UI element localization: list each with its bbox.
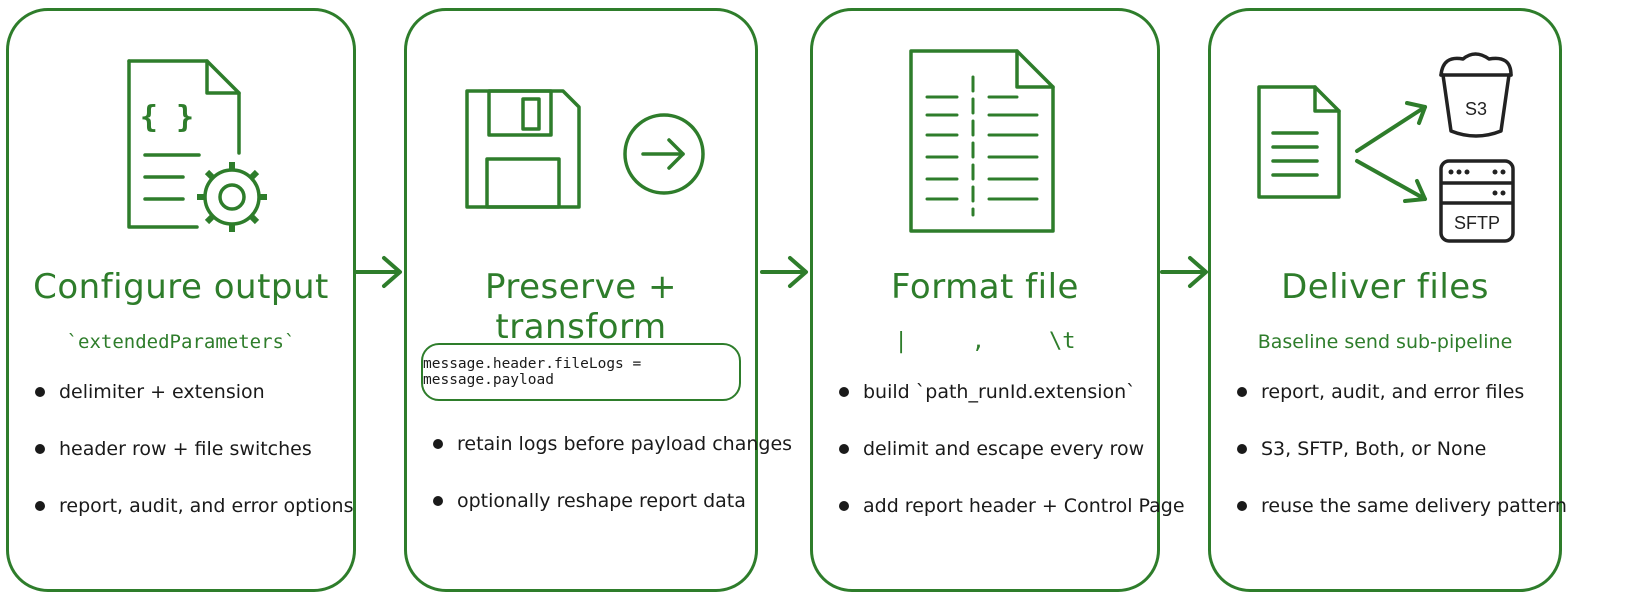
step-card-deliver-files: S3 SFTP Deliver files Baseline send sub-… <box>1208 8 1567 592</box>
delimiter-list: | , \t <box>813 329 1157 354</box>
bullet-item: S3, SFTP, Both, or None <box>1237 434 1551 491</box>
icon-area: { } <box>9 11 353 261</box>
bullet-item: retain logs before payload changes <box>433 429 792 486</box>
bullet-item: delimiter + extension <box>35 377 345 434</box>
bullet-item: report, audit, and error files <box>1237 377 1551 434</box>
bullet-item: reuse the same delivery pattern <box>1237 491 1567 548</box>
arrow-circle-icon <box>623 113 705 195</box>
step-title: Deliver files <box>1281 267 1489 307</box>
sftp-server-icon: SFTP <box>1439 159 1515 243</box>
code-snippet: message.header.fileLogs = message.payloa… <box>421 343 741 401</box>
destination-label: SFTP <box>1454 213 1500 233</box>
delimiter-pipe: | <box>894 329 908 354</box>
config-document-gear-icon: { } <box>127 59 267 232</box>
s3-bucket-icon: S3 <box>1439 52 1513 138</box>
bullet-list: report, audit, and error files S3, SFTP,… <box>1237 377 1567 548</box>
bullet-item: optionally reshape report data <box>433 486 747 543</box>
delivery-document-icon <box>1257 85 1341 199</box>
delimited-document-icon <box>909 49 1055 233</box>
flow-arrow-icon <box>1160 256 1208 288</box>
bullet-item: header row + file switches <box>35 434 345 491</box>
destination-label: S3 <box>1465 99 1487 119</box>
step-card-format-file: Format file | , \t build `path_runId.ext… <box>810 8 1185 592</box>
step-subtitle: `extendedParameters` <box>66 331 296 353</box>
step-title: Configure output <box>33 267 329 307</box>
step-title: Preserve + transform <box>485 267 677 347</box>
flow-arrow-icon <box>760 256 808 288</box>
delimiter-comma: , <box>971 329 985 354</box>
delimiter-tab: \t <box>1049 329 1076 354</box>
bullet-item: build `path_runId.extension` <box>839 377 1149 434</box>
bullet-list: retain logs before payload changes optio… <box>433 429 792 543</box>
braces-glyph: { } <box>140 100 194 135</box>
flow-arrow-icon <box>354 256 402 288</box>
step-card-preserve-transform: Preserve + transform message.header.file… <box>404 8 792 592</box>
step-subtitle: Baseline send sub-pipeline <box>1257 331 1513 353</box>
bullet-item: delimit and escape every row <box>839 434 1149 491</box>
bullet-list: delimiter + extension header row + file … <box>35 377 353 548</box>
icon-area <box>813 11 1157 261</box>
step-card-configure-output: { } Configure output `extendedParameters… <box>6 8 356 592</box>
bullet-item: report, audit, and error options <box>35 491 353 548</box>
icon-area: S3 SFTP <box>1211 11 1559 261</box>
fork-arrows-icon <box>1355 101 1427 203</box>
step-title: Format file <box>891 267 1079 307</box>
icon-area <box>407 11 755 261</box>
floppy-disk-icon <box>465 89 581 209</box>
bullet-item: add report header + Control Page <box>839 491 1185 548</box>
bullet-list: build `path_runId.extension` delimit and… <box>839 377 1185 548</box>
